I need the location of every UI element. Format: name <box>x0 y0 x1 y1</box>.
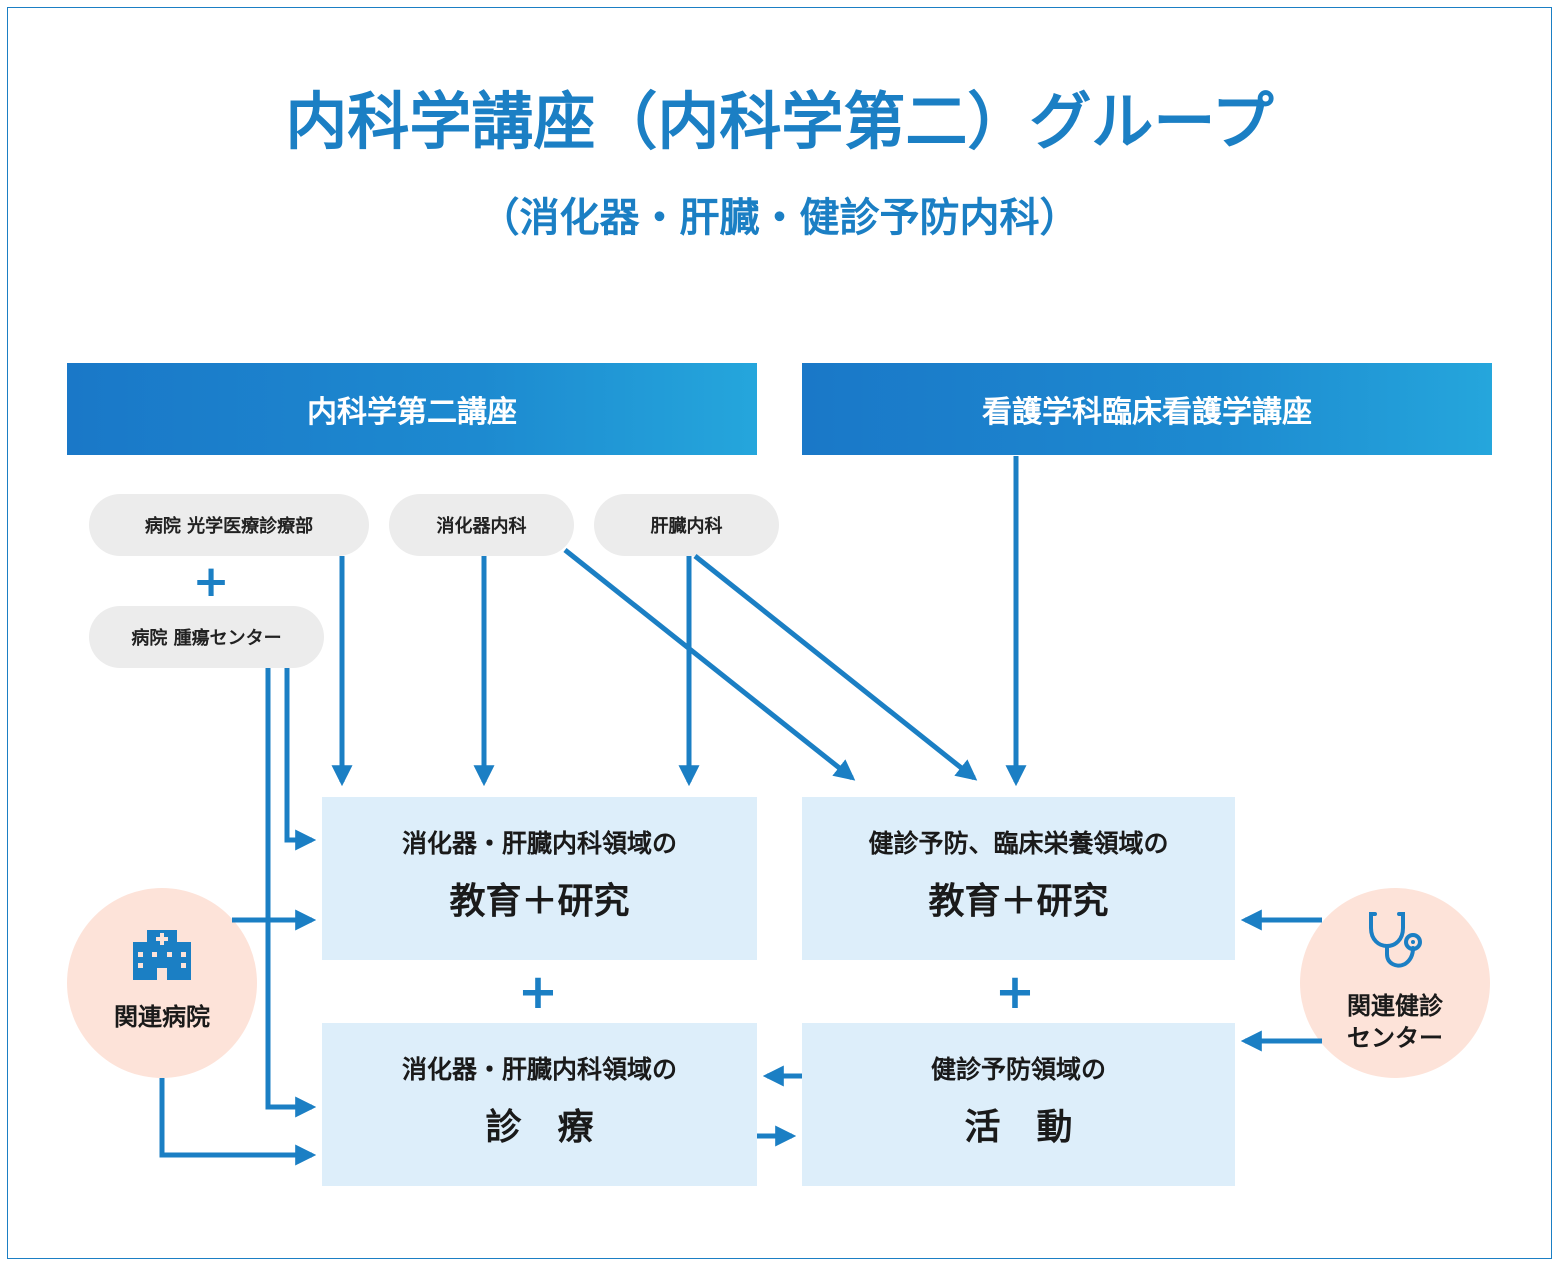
circle-checkup-label-1: 関連健診 <box>1347 992 1443 1020</box>
diagram-frame <box>7 7 1552 1259</box>
box-line1: 消化器・肝臓内科領域の <box>401 1055 677 1084</box>
page-subtitle: （消化器・肝臓・健診予防内科） <box>479 195 1080 241</box>
band-internal-medicine-2: 内科学第二講座 <box>67 363 757 455</box>
box-gi-liver-clinical-care: 消化器・肝臓内科領域の 診 療 <box>322 1023 757 1186</box>
box-checkup-nutrition-education-research: 健診予防、臨床栄養領域の 教育＋研究 <box>802 797 1235 960</box>
circle-hospital-label: 関連病院 <box>114 1003 210 1031</box>
arrow-gastro-to-edu-right <box>563 548 856 781</box>
box-gi-liver-education-research: 消化器・肝臓内科領域の 教育＋研究 <box>322 797 757 960</box>
plus-sign-right: + <box>994 964 1036 1020</box>
box-line2: 活 動 <box>964 1107 1073 1148</box>
box-line1: 健診予防、臨床栄養領域の <box>868 829 1169 858</box>
pill-gastroenterology: 消化器内科 <box>389 494 574 556</box>
arrow-hospital-to-care-left <box>159 1078 317 1166</box>
box-line2: 診 療 <box>485 1107 594 1148</box>
box-checkup-activities: 健診予防領域の 活 動 <box>802 1023 1235 1186</box>
box-line1: 健診予防領域の <box>930 1055 1106 1084</box>
box-line1: 消化器・肝臓内科領域の <box>401 829 677 858</box>
plus-sign-pills: + <box>192 556 230 607</box>
hospital-building-icon <box>133 930 191 980</box>
stethoscope-icon <box>1369 912 1422 968</box>
plus-sign-left: + <box>517 964 559 1020</box>
circle-affiliated-hospital: 関連病院 <box>67 888 257 1078</box>
page-title: 内科学講座（内科学第二）グループ <box>285 85 1274 158</box>
pill-hepatology: 肝臓内科 <box>594 494 779 556</box>
box-line2: 教育＋研究 <box>449 881 630 922</box>
circle-affiliated-checkup-center: 関連健診 センター <box>1300 888 1490 1078</box>
circle-checkup-label-2: センター <box>1347 1024 1443 1052</box>
arrow-tumor-to-edu-left <box>284 668 317 851</box>
pill-tumor-center: 病院 腫瘍センター <box>89 606 324 668</box>
box-line2: 教育＋研究 <box>928 881 1109 922</box>
arrow-tumor-to-care-left <box>265 668 317 1118</box>
arrow-liver-to-edu-right <box>693 554 978 781</box>
pill-optical-medical-dept: 病院 光学医療診療部 <box>89 494 369 556</box>
band-nursing-clinical: 看護学科臨床看護学講座 <box>802 363 1492 455</box>
